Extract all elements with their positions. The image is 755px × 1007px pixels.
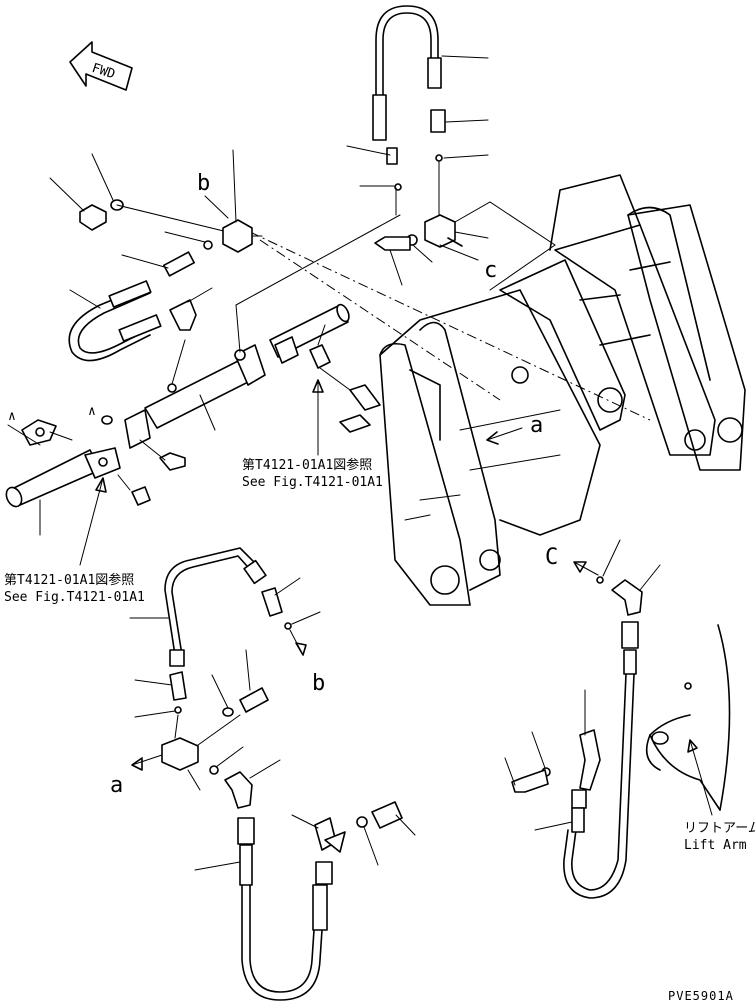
callout-b-mid: b (312, 671, 325, 696)
fwd-arrow-icon: FWD (69, 41, 133, 91)
reference-1-jp: 第T4121-01A1図参照 (242, 457, 372, 473)
left-fitting-pair (121, 251, 213, 331)
reference-arrow-left (79, 477, 107, 566)
reference-2-en: See Fig.T4121-01A1 (4, 590, 145, 605)
hydraulic-cylinder (101, 214, 401, 471)
lower-left-tube: b (129, 547, 325, 718)
right-lower-assembly: C (504, 539, 661, 899)
callout-a-right: a (486, 413, 543, 445)
upper-u-hose (372, 5, 446, 191)
drawing-code: PVE5901A (668, 989, 734, 1003)
callout-c-top: c (484, 258, 497, 283)
reference-2-jp: 第T4121-01A1図参照 (4, 572, 134, 588)
lift-arm (645, 624, 731, 816)
callout-a-top: a (530, 413, 543, 438)
callout-a-left: a (110, 773, 123, 798)
left-block-b: b (164, 149, 263, 253)
fwd-label: FWD (90, 61, 117, 83)
lift-arm-en: Lift Arm (684, 838, 747, 853)
pin-mark-1: ∧ (8, 409, 16, 424)
reference-1-en: See Fig.T4121-01A1 (242, 475, 383, 490)
pin-assembly: ∧ ∧ (5, 404, 151, 536)
upper-block-c: c (374, 201, 556, 291)
lift-arm-jp: リフトアーム (684, 821, 755, 836)
callout-c-right: C (545, 545, 558, 570)
pin-mark-2: ∧ (88, 404, 96, 419)
left-u-hose (68, 280, 162, 362)
left-upper-bolt (49, 153, 241, 236)
upper-leaders (346, 55, 489, 216)
lower-block-a: a (110, 649, 281, 809)
reference-arrow-mid (312, 379, 324, 456)
lower-u-hose (194, 801, 416, 1001)
machine-frame (249, 174, 746, 606)
callout-b-top: b (197, 171, 210, 196)
